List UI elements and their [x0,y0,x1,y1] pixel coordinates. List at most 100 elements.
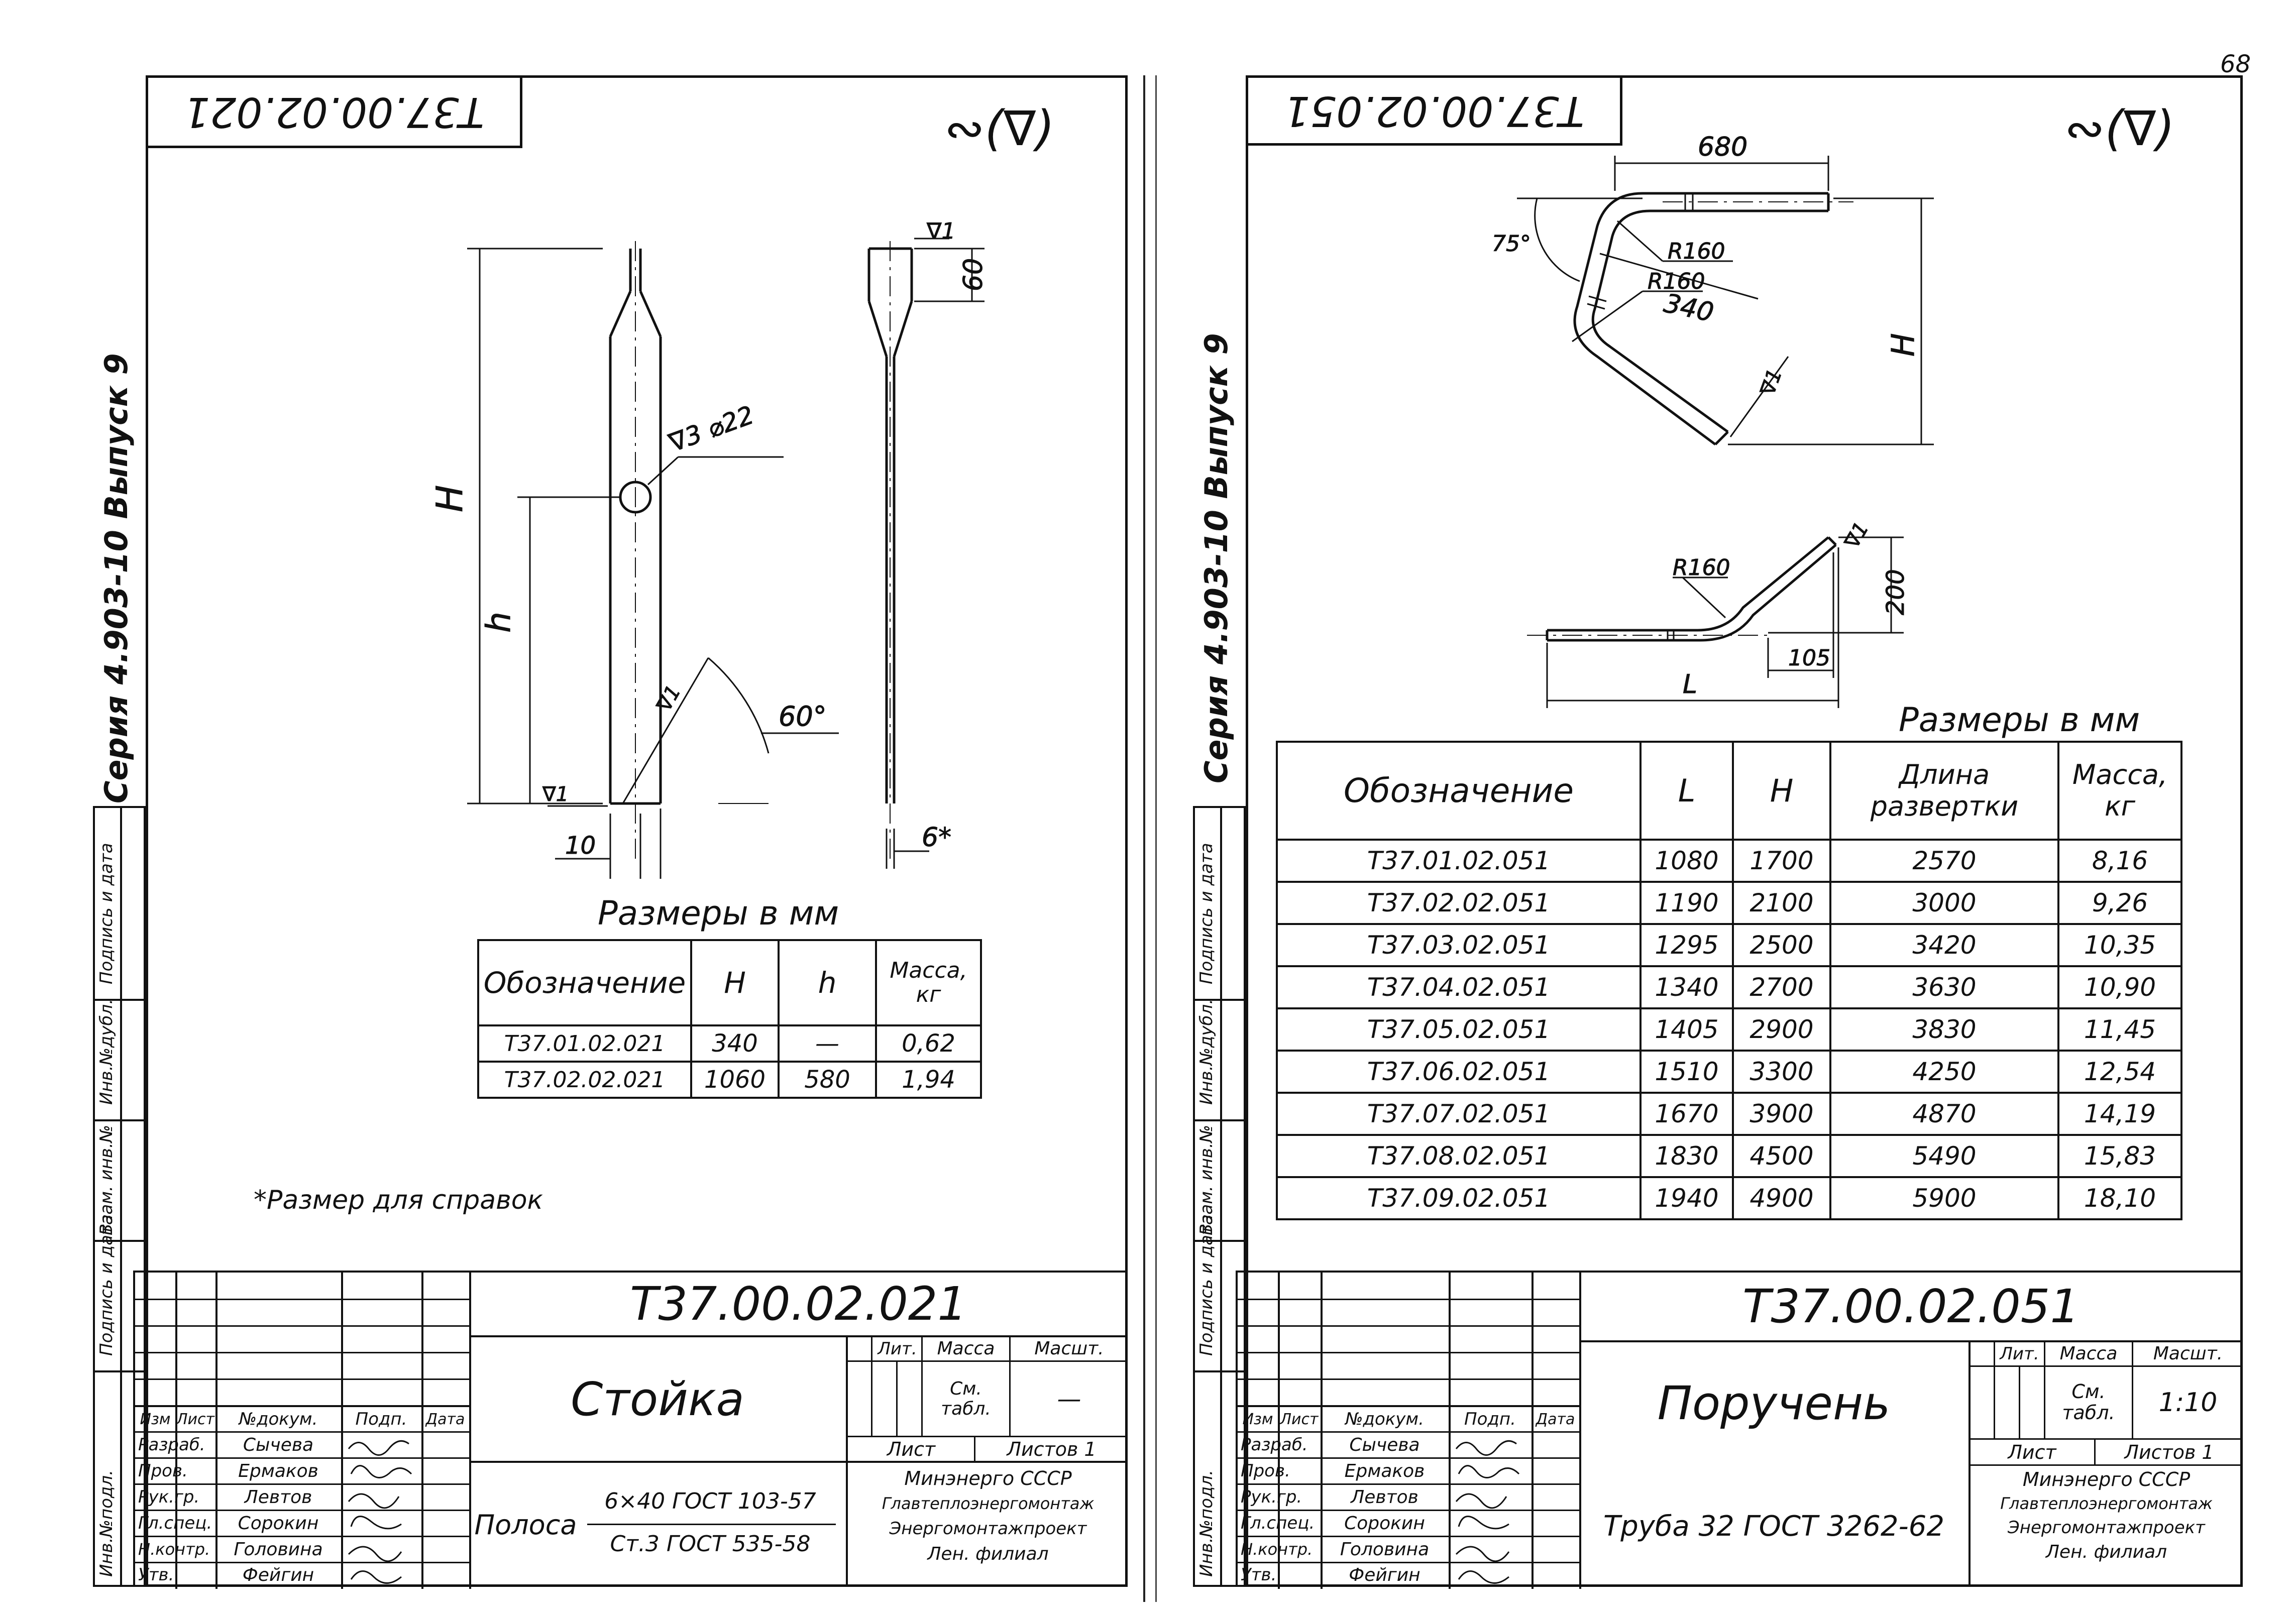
label-hole: ∇3 ⌀22 [665,400,757,458]
person: Фейгин [1349,1564,1420,1585]
material-top: 6×40 ГОСТ 103-57 [604,1488,816,1514]
org-line: Энергомонтажпроект [889,1519,1087,1539]
massa-value: См. табл. [2062,1380,2115,1424]
person: Левтов [244,1486,312,1508]
left-side-strip [93,806,146,1587]
left-table-title: Размеры в мм [598,894,839,933]
right-dimension-table: Обозначение L H Длина развертки Масса, к… [1276,741,2182,1220]
label-6: 6* [922,823,951,853]
label-105: 105 [1788,645,1830,671]
col-docnum: №докум. [1345,1409,1424,1429]
strip-front-view [609,249,662,805]
left-title-block: Изм Лист №докум. Подп. Дата Разраб. Сыче… [133,1271,1128,1589]
org-line: Энергомонтажпроект [2008,1518,2205,1538]
side-label: Инв.№подл. [96,1470,117,1577]
person: Левтов [1351,1486,1418,1508]
role: Пров. [1241,1461,1290,1481]
material-prefix: Полоса [474,1509,577,1541]
th-h: h [778,939,877,1026]
stoyka-drawing: H h ∇3 ⌀22 60° ∇1 60 10 40 6* ∇1 ∇1 [428,218,989,879]
massa-header: Масса [2059,1343,2118,1364]
col-podp: Подп. [1464,1409,1516,1429]
side-label: Подпись и дата [1196,843,1217,984]
massa-value: См. табл. [941,1378,991,1419]
material: Труба 32 ГОСТ 3262-62 [1603,1510,1944,1543]
list-label: Лист [2008,1441,2056,1463]
side-label: Взам. инв.№ [1196,1124,1217,1235]
right-table-title: Размеры в мм [1899,701,2140,739]
th-mass: Масса, кг [875,939,982,1026]
side-label: Инв.№дубл. [1196,998,1217,1105]
th-mass: Масса, кг [2057,741,2182,841]
role: Рук.гр. [1241,1487,1302,1507]
label-200: 200 [1882,569,1910,615]
masht-header: Масшт. [2153,1343,2223,1364]
doc-number: Т37.00.02.051 [1742,1280,2080,1333]
pipe-top-view [1573,192,1830,446]
fold-line [1143,75,1145,1602]
th-designation: Обозначение [1276,741,1642,841]
person: Ермаков [238,1460,318,1481]
org-line: Главтеплоэнергомонтаж [2000,1494,2213,1513]
label-75: 75° [1492,231,1531,257]
role: Пров. [138,1461,188,1481]
left-dimension-table: Обозначение H h Масса, кг Т37.01.02.021 … [477,939,982,1099]
th-length: Длина развертки [1829,741,2059,841]
org-line: Главтеплоэнергомонтаж [882,1494,1095,1513]
listov-label: Листов 1 [1007,1438,1097,1460]
th-L: L [1639,741,1734,841]
label-L: L [1683,669,1697,700]
org-line: Минэнерго СССР [904,1467,1072,1489]
right-side-strip [1193,806,1246,1587]
label-40: 40 [615,877,646,879]
th-H: H [690,939,780,1026]
lit-header: Лит. [2000,1343,2039,1364]
label-rough-chamfer: ∇1 [652,681,685,716]
person: Головина [234,1539,323,1560]
person: Сычева [243,1434,314,1455]
dim-H [467,248,603,804]
dim-h [517,496,620,803]
role: Гл.спец. [1241,1513,1315,1533]
col-list: Лист [176,1410,215,1428]
masht-value: — [1057,1385,1081,1413]
role: Рук.гр. [138,1487,200,1507]
lit-header: Лит. [878,1338,917,1359]
massa-header: Масса [937,1338,995,1359]
series-label: Серия 4.903-10 Выпуск 9 [98,353,135,803]
roughness-symbol: ∾(∇) [944,100,1055,157]
side-label: Инв.№подл. [1196,1470,1217,1577]
material-bottom: Ст.3 ГОСТ 535-58 [610,1531,811,1557]
role: Разраб. [138,1435,205,1455]
label-r160-c: R160 [1673,555,1730,581]
role: Разраб. [1241,1435,1308,1455]
th-H: H [1732,741,1831,841]
col-docnum: №докум. [239,1409,318,1429]
role: Утв. [138,1565,174,1585]
reference-note: *Размер для справок [254,1185,543,1215]
label-r160-b: R160 [1648,269,1705,294]
org-line: Лен. филиал [927,1543,1049,1564]
label-rough-1: ∇1 [926,218,955,244]
signatures [1455,1440,1520,1584]
col-date: Дата [1536,1410,1575,1428]
series-label: Серия 4.903-10 Выпуск 9 [1198,333,1235,783]
side-label: Взам. инв.№ [96,1124,117,1235]
label-angle: 60° [779,701,827,732]
side-label: Инв.№дубл. [96,998,117,1105]
list-label: Лист [887,1438,936,1460]
label-680: 680 [1698,132,1747,162]
part-title: Стойка [571,1372,744,1426]
pipe-side-view [1546,536,1837,642]
col-list: Лист [1280,1410,1319,1428]
strip-side-view [867,247,913,803]
org-line: Лен. филиал [2045,1541,2167,1562]
label-H-right: H [1885,333,1921,357]
